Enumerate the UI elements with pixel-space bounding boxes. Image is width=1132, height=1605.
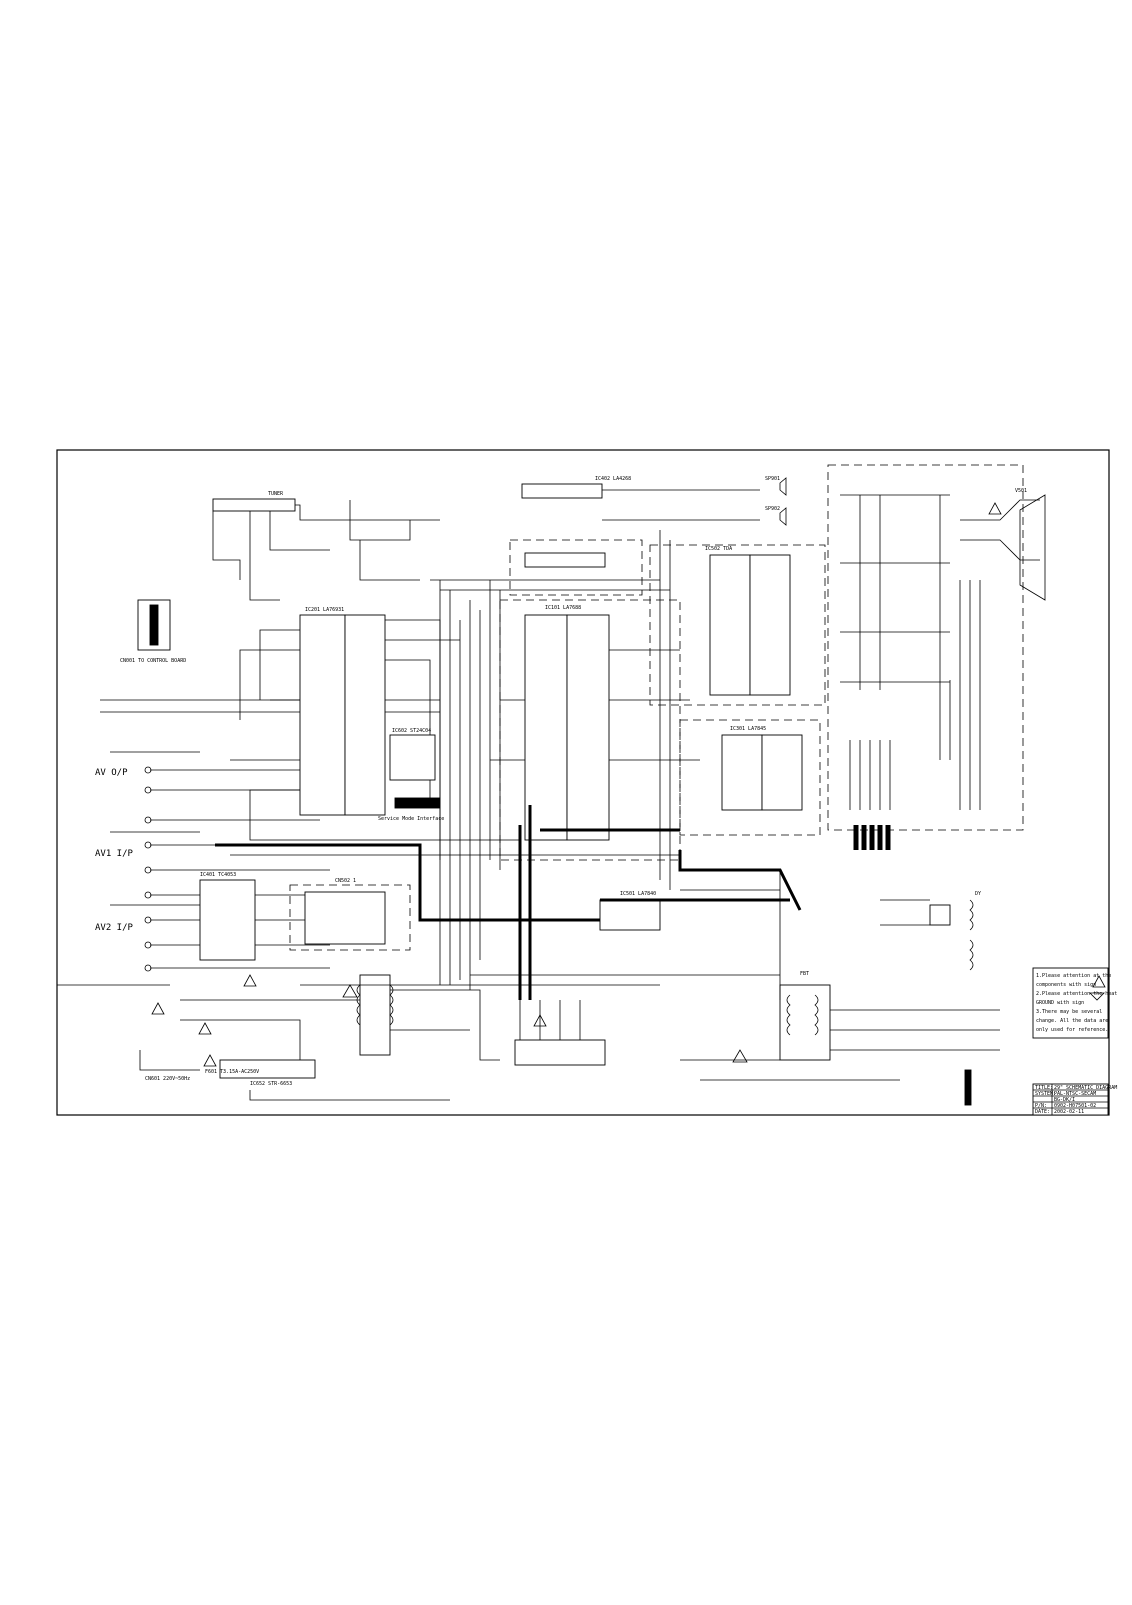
yoke-label: DY: [975, 891, 981, 897]
title-value: PAL-NTSC-SECAM: [1054, 1091, 1096, 1097]
warning-icon: [151, 1002, 165, 1015]
av1-in-label: AV1 I/P: [95, 849, 134, 859]
ic401-box: [199, 879, 256, 961]
ic602-label: IC602 ST24C04: [392, 728, 431, 734]
fbt-section: FBT: [680, 971, 1000, 1081]
jungle-ic-section: IC101 LA7688: [459, 599, 700, 990]
warning-icon: [732, 1049, 748, 1063]
ic602-block: IC602 ST24C04 Service Mode Interface: [378, 728, 444, 822]
title-value: 29" SCHEMATIC DIAGRAM: [1054, 1085, 1117, 1091]
ic301-box: [721, 734, 763, 811]
fuse-label: F601 T3.15A-AC250V: [205, 1069, 259, 1075]
warning-icon: [243, 974, 257, 987]
sp902-label: SP902: [765, 506, 780, 512]
title-key: SYSTEM:: [1035, 1091, 1056, 1097]
ic402-box: [521, 483, 603, 499]
title-value: 0902-H07501-02: [1054, 1103, 1096, 1109]
crt-board-section: V501: [827, 464, 1046, 831]
note-line: 3.There may be several: [1036, 1009, 1102, 1015]
ic101-box: [524, 614, 568, 841]
note-line: GROUND with sign: [1036, 1000, 1084, 1006]
title-block: TITLE: 29" SCHEMATIC DIAGRAM SYSTEM: PAL…: [1032, 1083, 1117, 1116]
ic502-box: [709, 554, 751, 696]
ic201-box: [299, 614, 346, 816]
main-bus-lines: [215, 805, 802, 1000]
interconnect-wires: [57, 530, 781, 1000]
power-supply-section: IC652 STR-6653 F601 T3.15A-AC250V CN601 …: [139, 974, 748, 1101]
ic501-label: IC501 LA7840: [620, 891, 656, 897]
fbt-box: [779, 984, 831, 1061]
cn502-label: CN502 1: [335, 878, 356, 884]
ic502-block: IC502 TDA: [649, 544, 826, 706]
ic401-label: IC401 TC4053: [200, 872, 236, 878]
warning-icon: [342, 984, 358, 998]
warning-icon: [988, 502, 1002, 515]
title-value: 2002-02-11: [1054, 1109, 1084, 1115]
ic402-label: IC402 LA4268: [595, 476, 631, 482]
audio-section: IC402 LA4268 SP901 SP902: [509, 476, 787, 596]
note-line: components with sign: [1036, 982, 1096, 988]
ic502-label: IC502 TDA: [705, 546, 732, 552]
note-line: 2.Please attention the heat: [1036, 991, 1117, 997]
mains-label: CN601 220V~50Hz: [145, 1076, 190, 1082]
title-key: DATE:: [1035, 1109, 1050, 1115]
av-io-section: AV O/P AV1 I/P AV2 I/P: [95, 699, 440, 972]
ic201-label: IC201 LA76931: [305, 607, 344, 613]
title-key: TITLE:: [1035, 1085, 1053, 1091]
sp901-label: SP901: [765, 476, 780, 482]
control-board-connector: CN001 TO CONTROL BOARD: [120, 599, 186, 664]
ic501-block: IC501 LA7840: [514, 891, 661, 1066]
ic652-label: IC652 STR-6653: [250, 1081, 292, 1087]
tuner-box: [212, 498, 296, 512]
ground-icon: [1089, 992, 1105, 1001]
note-line: only used for reference.: [1036, 1027, 1108, 1033]
ic501-box: [599, 899, 661, 931]
sheet-border: [56, 449, 1110, 1116]
ic301-label: IC301 LA7845: [730, 726, 766, 732]
ic652-box: [219, 1059, 316, 1079]
note-line: change. All the data are: [1036, 1018, 1108, 1024]
ic201-block: IC201 LA76931: [230, 607, 520, 860]
ic602-box: [389, 734, 436, 781]
warning-icon: [198, 1022, 212, 1035]
ic301-block: IC301 LA7845: [679, 719, 821, 836]
notes-frame: [1032, 967, 1109, 1039]
crt-label: V501: [1015, 488, 1027, 494]
tuner-label: TUNER: [268, 491, 284, 497]
av2-in-label: AV2 I/P: [95, 923, 134, 933]
fbt-label: FBT: [800, 971, 809, 977]
bottom-connector: [964, 1069, 972, 1106]
title-key: P/N:: [1035, 1103, 1047, 1109]
warning-icon: [203, 1054, 217, 1067]
neck-connector: [853, 825, 891, 850]
ic101-label: IC101 LA7688: [545, 605, 581, 611]
warning-icon: [1092, 975, 1106, 988]
av-out-label: AV O/P: [95, 768, 128, 778]
note-line: 1.Please attention at the: [1036, 973, 1111, 979]
cn502-box: [289, 884, 411, 951]
title-value: BG-DK/I: [1054, 1097, 1075, 1103]
control-board-label: CN001 TO CONTROL BOARD: [120, 658, 186, 664]
service-label: Service Mode Interface: [378, 816, 444, 822]
title-frame: [1032, 1083, 1109, 1116]
tuner-section: TUNER: [212, 491, 440, 601]
ic401-block: IC401 TC4053 CN502 1: [199, 872, 411, 961]
notes-box: 1.Please attention at the components wit…: [1032, 967, 1117, 1039]
yoke-section: DY: [880, 891, 981, 971]
